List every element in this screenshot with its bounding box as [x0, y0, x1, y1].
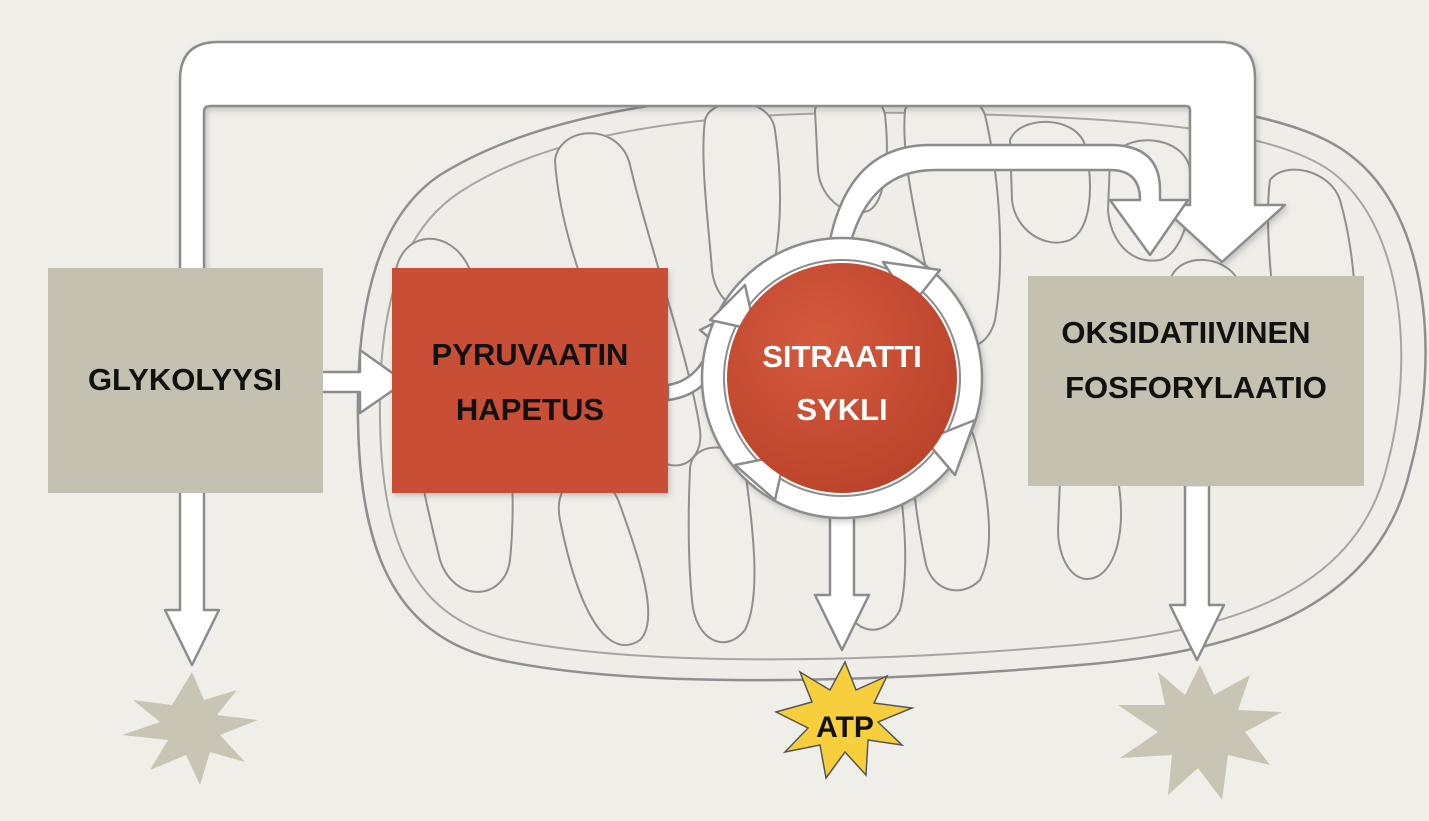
citric-cycle-center [727, 263, 957, 493]
citric-cycle-label-line1: SITRAATTI [762, 339, 922, 374]
oxidative-phosphorylation-label-line2: FOSFORYLAATIO [1065, 370, 1327, 405]
oxidative-phosphorylation-label-line1: OKSIDATIIVINEN [1061, 315, 1310, 350]
pyruvate-oxidation-label-line1: PYRUVAATIN [432, 337, 629, 372]
glycolysis-label: GLYKOLYYSI [88, 362, 282, 397]
atp-label: ATP [816, 711, 874, 744]
pyruvate-oxidation-box [392, 268, 668, 493]
citric-cycle-label-line2: SYKLI [796, 392, 887, 427]
pyruvate-oxidation-label-line2: HAPETUS [456, 392, 604, 427]
